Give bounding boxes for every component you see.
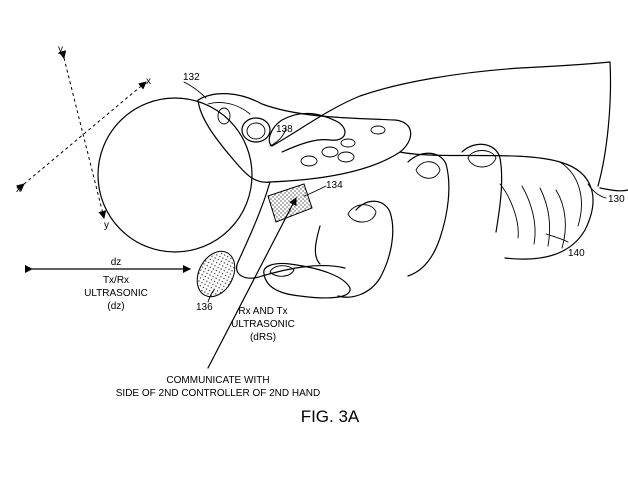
button-small (217, 107, 231, 125)
ultrasonic-emitter-136 (196, 250, 236, 298)
communicate-line-1: COMMUNICATE WITH (166, 375, 269, 386)
y-axis (58, 50, 107, 219)
axis-x-bottom: x (16, 184, 21, 195)
ref-130: 130 (608, 194, 625, 205)
ref-138: 138 (276, 124, 293, 135)
dz-label: dz (111, 257, 122, 268)
ultrasonic-label-right: ULTRASONIC (231, 319, 295, 330)
ref-140: 140 (568, 248, 585, 259)
leader-lines (183, 81, 607, 303)
hand-drawing (263, 61, 628, 299)
controller-body (197, 93, 594, 279)
ref-132: 132 (183, 72, 200, 83)
axis-x-top: x (146, 76, 151, 87)
ref-136: 136 (196, 302, 213, 313)
axis-y-top: y (58, 44, 63, 55)
rx-and-tx-label: Rx AND Tx (238, 306, 287, 317)
move-button (241, 117, 271, 143)
txrx-label: Tx/Rx (103, 275, 129, 286)
dz-paren-label: (dz) (107, 301, 124, 312)
communicate-arrow (207, 197, 297, 369)
ultrasonic-label-left: ULTRASONIC (84, 288, 148, 299)
axis-y-bottom: y (104, 220, 109, 231)
communicate-line-2: SIDE OF 2ND CONTROLLER OF 2ND HAND (116, 388, 320, 399)
x-axis (16, 81, 147, 192)
ref-134: 134 (326, 180, 343, 191)
sphere-132 (97, 97, 253, 253)
ultrasonic-panel-134 (267, 183, 313, 223)
figure-caption: FIG. 3A (301, 407, 360, 426)
coordinate-axes (16, 50, 147, 219)
drs-label: (dRS) (250, 332, 276, 343)
